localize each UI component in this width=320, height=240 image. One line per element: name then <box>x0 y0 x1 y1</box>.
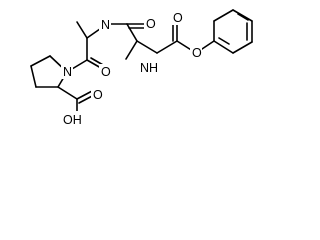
alanine-backbone <box>76 21 150 42</box>
benzyl-group <box>195 9 253 54</box>
carbamate-carbonyl-oxygen-label: O <box>173 11 183 25</box>
acid-carbonyl-oxygen-label: O <box>93 88 103 102</box>
chemical-structure: N N NH O O O O OH O <box>30 9 253 127</box>
atom-labels: N N NH O O O O OH O <box>61 10 202 127</box>
carbamate-ester-oxygen-label: O <box>192 46 202 60</box>
ring-nitrogen-label: N <box>63 65 72 79</box>
pyrrolidine-ring <box>30 55 68 88</box>
carbamate-nh-label: NH <box>140 61 158 75</box>
amide-oxygen-label: O <box>146 17 156 31</box>
amide-nitrogen-label: N <box>101 18 110 32</box>
acid-hydroxyl-label: OH <box>63 113 82 127</box>
proline-carbonyl-oxygen-label: O <box>101 65 111 79</box>
